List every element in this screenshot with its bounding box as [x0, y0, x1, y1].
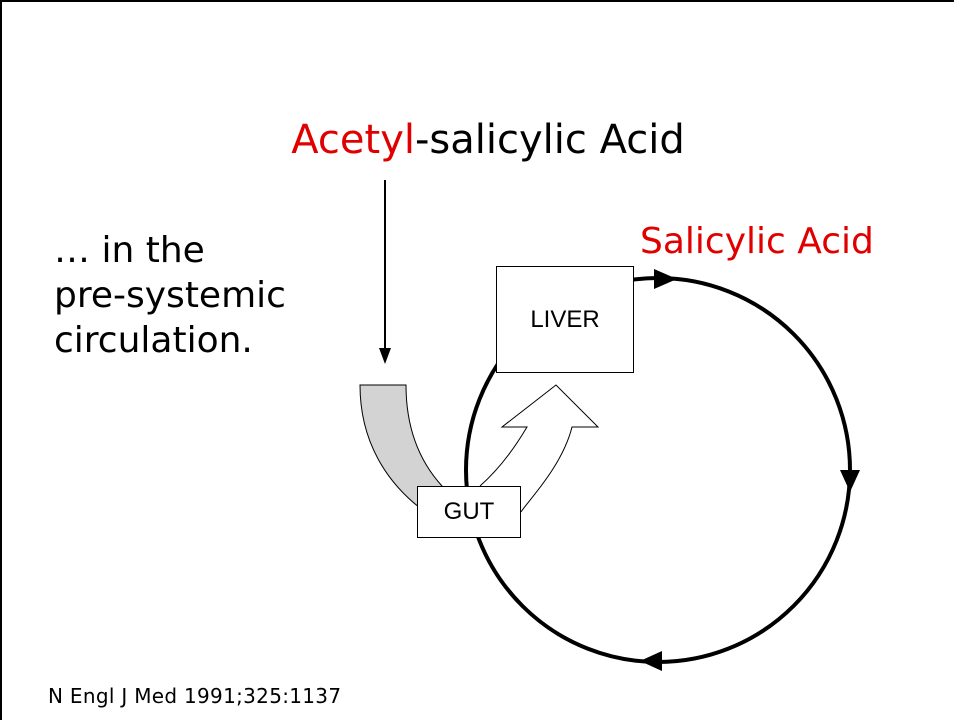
liver-node: LIVER — [496, 266, 634, 373]
flow-arrowhead-bottom — [640, 651, 662, 671]
metabolite-label: Salicylic Acid — [640, 221, 874, 262]
portal-flow-arrow — [479, 384, 600, 513]
drug-title: Acetyl-salicylic Acid — [2, 120, 954, 160]
caption-line-3: circulation. — [54, 320, 253, 361]
citation: N Engl J Med 1991;325:1137 — [48, 684, 342, 708]
flow-arrowhead-top — [654, 269, 677, 289]
dose-arrowhead — [379, 348, 391, 364]
caption-line-2: pre-systemic — [54, 275, 286, 316]
gut-label: GUT — [443, 498, 495, 525]
caption-text: … in the pre-systemic circulation. — [54, 228, 286, 363]
flow-arrowhead-right — [840, 470, 860, 492]
title-accent: Acetyl — [291, 117, 415, 163]
gut-node: GUT — [417, 486, 521, 538]
title-rest: -salicylic Acid — [414, 117, 685, 163]
caption-line-1: … in the — [54, 230, 205, 271]
liver-label: LIVER — [530, 305, 600, 333]
